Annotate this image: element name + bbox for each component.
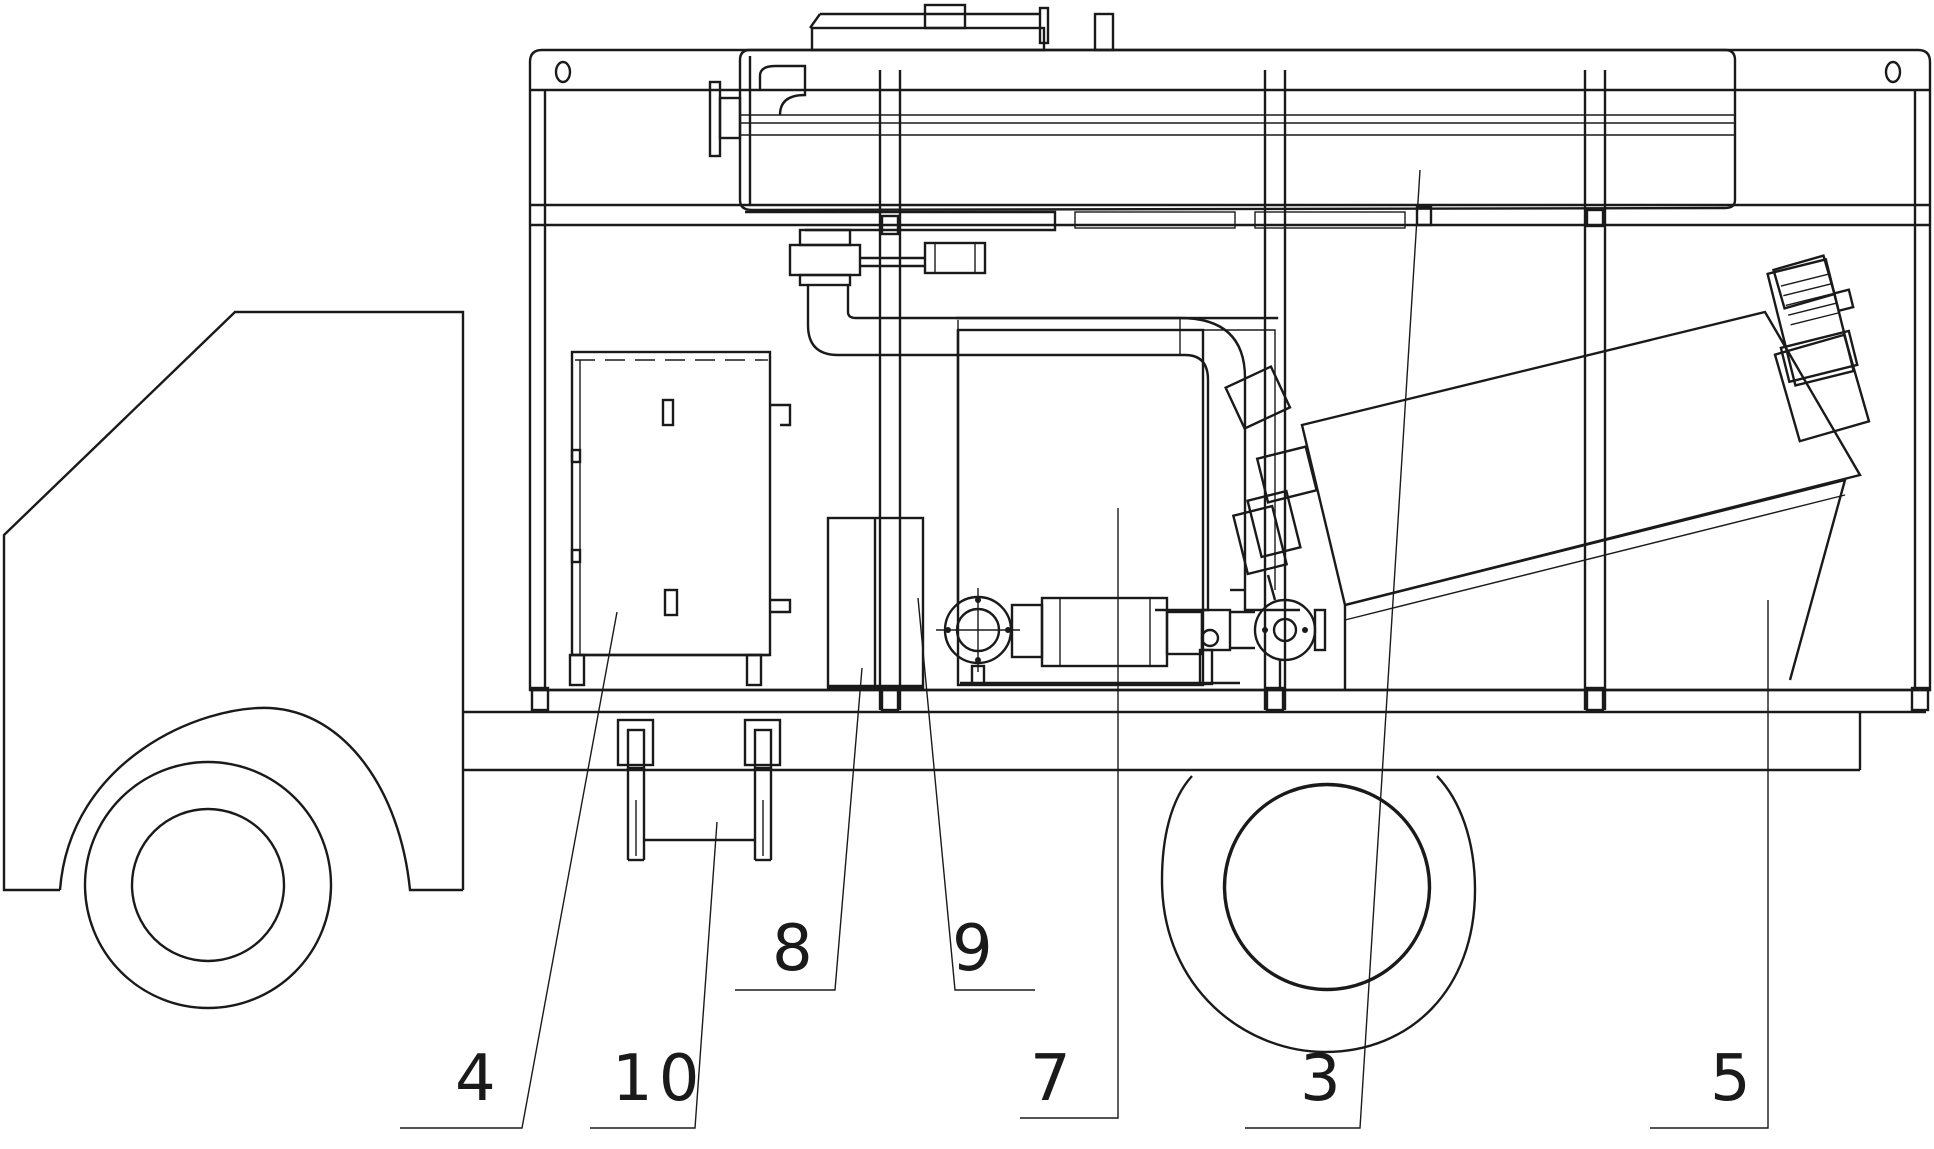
reference-numbers: 4 10 8 9 7 3 5	[455, 912, 1757, 1116]
tank	[708, 3, 1737, 232]
truck-cab	[2, 310, 465, 892]
valve-assembly	[788, 228, 987, 287]
dewatering-machine	[1224, 254, 1871, 690]
label-10: 10	[612, 1042, 705, 1116]
control-cabinet	[568, 350, 792, 687]
container-frame	[528, 48, 1932, 712]
leader-lines	[400, 169, 1769, 1129]
outlet-flange	[1230, 598, 1327, 690]
chassis-beam	[463, 710, 1926, 772]
pipe-line	[806, 285, 1300, 612]
mount-bracket	[616, 718, 782, 862]
front-wheel	[83, 760, 333, 1010]
unit-8-9	[826, 516, 925, 690]
label-7: 7	[1030, 1042, 1077, 1116]
label-8: 8	[772, 912, 819, 986]
pump	[936, 328, 1240, 687]
label-9: 9	[952, 912, 999, 986]
label-3: 3	[1300, 1042, 1347, 1116]
rear-wheel	[1160, 775, 1477, 1054]
label-5: 5	[1710, 1042, 1757, 1116]
label-4: 4	[455, 1042, 502, 1116]
